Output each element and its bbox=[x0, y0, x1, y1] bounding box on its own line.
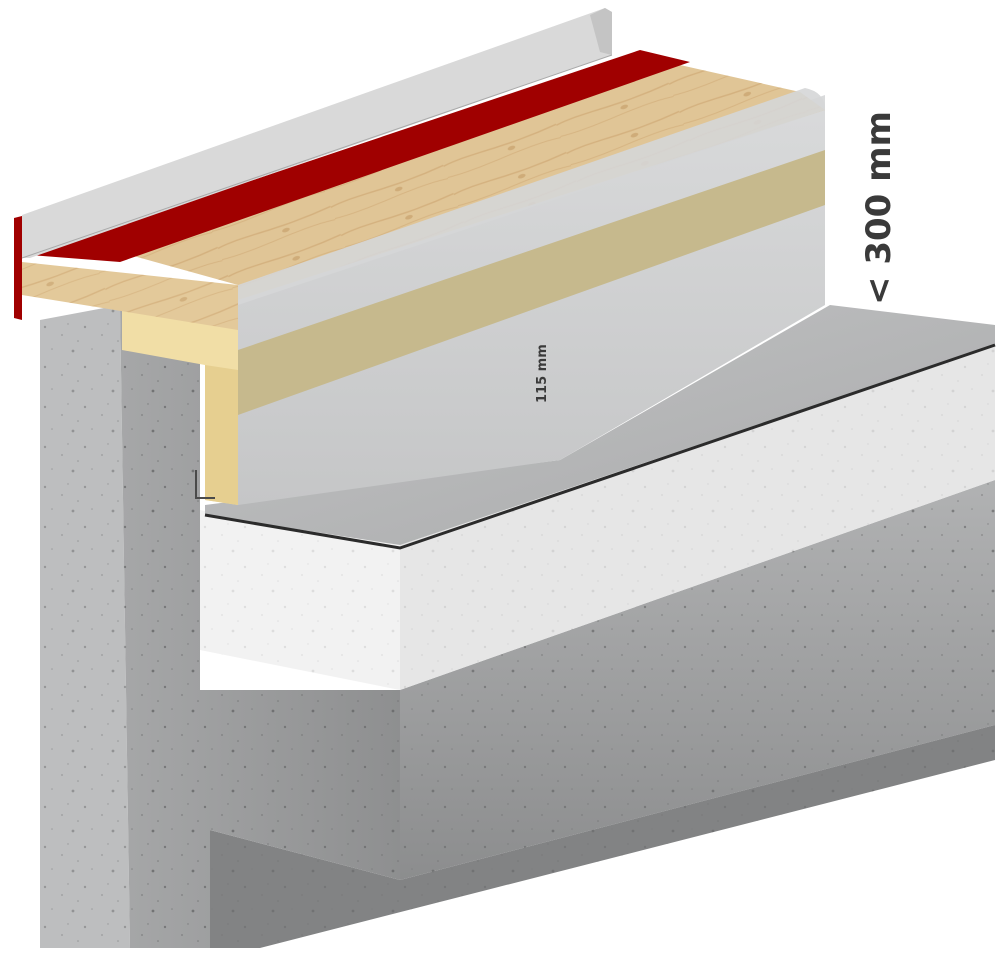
metal-flashing-top bbox=[22, 8, 612, 258]
dimension-label-115mm: 115 mm bbox=[535, 344, 550, 403]
upstand-insulation-band bbox=[238, 150, 825, 415]
red-trim-strip bbox=[30, 50, 690, 262]
roof-membrane-top bbox=[205, 305, 995, 545]
upstand-rounded-edge bbox=[238, 88, 825, 305]
upstand-height-label: < 300 mm bbox=[859, 111, 899, 305]
